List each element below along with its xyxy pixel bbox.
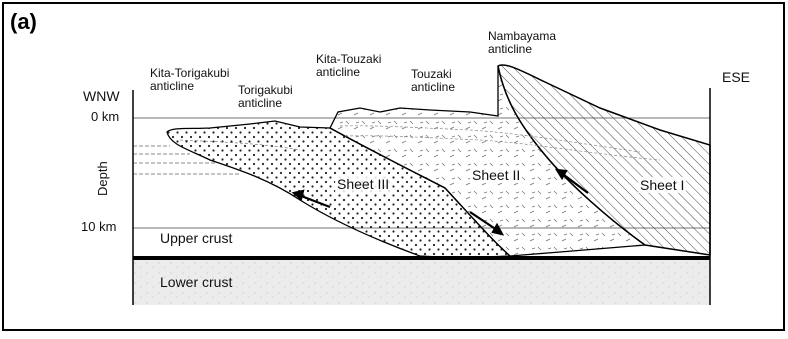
anticline-suffix: anticline <box>488 43 556 56</box>
panel-label: (a) <box>10 9 37 35</box>
anticline-torigakubi: Torigakubi anticline <box>238 84 293 110</box>
sheet-two-label: Sheet II <box>470 167 522 183</box>
sheet-three-label: Sheet III <box>335 176 391 192</box>
anticline-nambayama: Nambayama anticline <box>488 30 556 56</box>
sheet-one-label: Sheet I <box>638 177 686 193</box>
lower-crust-label: Lower crust <box>160 274 232 290</box>
upper-crust-label: Upper crust <box>160 230 232 246</box>
ese-label: ESE <box>722 71 750 83</box>
anticline-touzaki: Touzaki anticline <box>411 68 455 94</box>
depth-tick-10: 10 km <box>81 221 116 233</box>
anticline-kita-torigakubi: Kita-Torigakubi anticline <box>150 67 229 93</box>
anticline-kita-touzaki: Kita-Touzaki anticline <box>316 53 381 79</box>
anticline-suffix: anticline <box>238 97 293 110</box>
anticline-suffix: anticline <box>150 80 229 93</box>
depth-tick-0: 0 km <box>91 111 119 123</box>
depth-axis-title: Depth <box>95 161 110 196</box>
anticline-suffix: anticline <box>411 81 455 94</box>
wnw-label: WNW <box>83 90 120 102</box>
anticline-suffix: anticline <box>316 66 381 79</box>
